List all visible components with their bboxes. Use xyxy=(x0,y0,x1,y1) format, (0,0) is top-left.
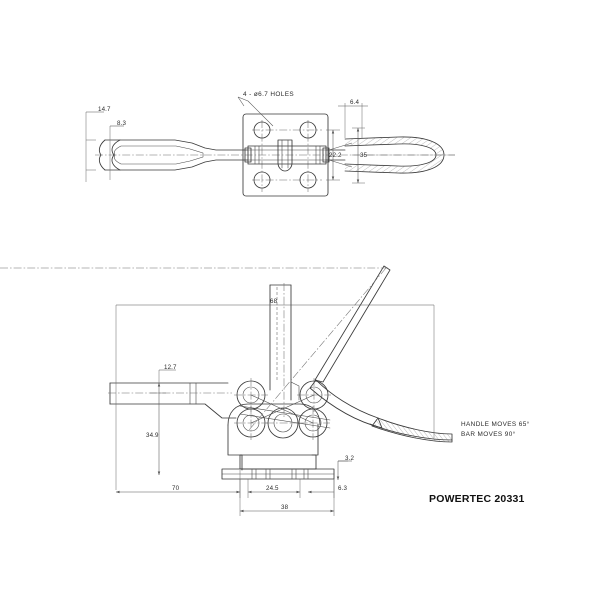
brand-label: POWERTEC 20331 xyxy=(429,493,525,505)
base-plate-plan xyxy=(242,113,329,197)
hole-top-right xyxy=(299,121,317,139)
dim-14-7-label: 14.7 xyxy=(98,106,111,113)
hole-bottom-right xyxy=(299,171,317,189)
side-dimensions: 68 12.7 34.9 70 24.5 xyxy=(115,298,435,516)
holes-callout-label: 4 - ø6.7 HOLES xyxy=(243,91,294,98)
side-elevation-view: 68 12.7 34.9 70 24.5 xyxy=(0,265,453,516)
dim-38-label: 38 xyxy=(281,504,289,511)
dim-6-4-label: 6.4 xyxy=(350,99,359,106)
dim-22-2-label: 22.2 xyxy=(329,152,342,159)
handle-moves-note: HANDLE MOVES 65° xyxy=(461,420,530,428)
hole-top-left xyxy=(253,121,271,139)
dim-70-label: 70 xyxy=(172,485,180,492)
pivot-cluster xyxy=(234,378,331,440)
bar-moves-note: BAR MOVES 90° xyxy=(461,430,516,438)
dim-6-3-label: 6.3 xyxy=(338,485,347,492)
dim-34-9-label: 34.9 xyxy=(146,432,159,439)
motion-notes: HANDLE MOVES 65° BAR MOVES 90° xyxy=(461,420,530,438)
linkage-plan xyxy=(244,139,346,172)
base-block xyxy=(221,403,335,480)
dim-68-label: 68 xyxy=(270,298,278,305)
dim-24-5-label: 24.5 xyxy=(266,485,279,492)
plan-view: 14.7 8.3 4 - ø6.7 HOLES 6.4 22.2 xyxy=(85,91,455,197)
vertical-bar xyxy=(269,283,300,418)
handle-lowered xyxy=(309,379,453,443)
hole-bottom-left xyxy=(253,171,271,189)
dim-3-2-label: 3.2 xyxy=(345,455,354,462)
dim-8-3-label: 8.3 xyxy=(117,120,126,127)
dim-35-label: 35 xyxy=(360,152,368,159)
handle-raised-phantom xyxy=(0,265,391,431)
dim-12-7-label: 12.7 xyxy=(164,364,177,371)
handle-loop-plan xyxy=(344,136,455,174)
plan-dimensions: 14.7 8.3 4 - ø6.7 HOLES 6.4 22.2 xyxy=(85,91,368,184)
clamp-arm xyxy=(108,382,237,419)
